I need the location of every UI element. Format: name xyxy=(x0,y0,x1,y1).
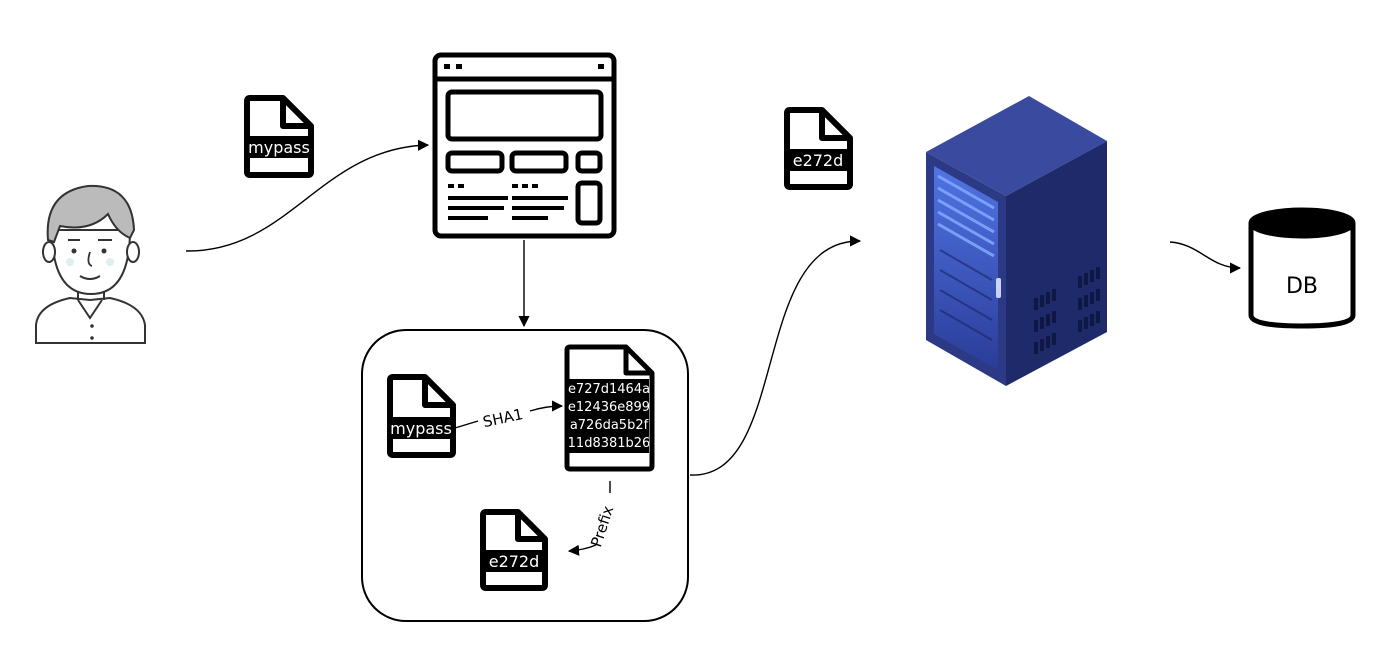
edge-server-to-db xyxy=(1169,241,1242,274)
database-label: DB xyxy=(1286,274,1318,299)
hash-line-1: e727d1464a xyxy=(568,382,650,397)
edge-sha1 xyxy=(454,406,562,429)
prefix-result-doc-text: e272d xyxy=(489,552,540,571)
password-document-icon: mypass xyxy=(244,95,314,178)
hash-line-2: e12436e899 xyxy=(568,400,650,415)
password-doc-text: mypass xyxy=(248,138,310,157)
inner-password-document-icon: mypass xyxy=(387,374,456,458)
hash-line-4: 11d8381b26 xyxy=(568,436,651,451)
sent-prefix-document-icon: e272d xyxy=(784,107,853,190)
browser-window-icon xyxy=(432,52,617,239)
client-hashing-container xyxy=(361,329,689,622)
edge-user-to-browser xyxy=(185,139,430,252)
edge-process-to-server xyxy=(689,235,862,476)
inner-password-doc-text: mypass xyxy=(390,419,452,438)
hash-line-3: a726da5b2f xyxy=(570,418,649,433)
hash-document-icon: e727d1464a e12436e899 a726da5b2f 11d8381… xyxy=(564,344,655,472)
edge-prefix xyxy=(569,481,611,551)
sent-prefix-doc-text: e272d xyxy=(793,151,844,170)
prefix-edge-label: Prefix xyxy=(587,504,617,550)
user-avatar-icon xyxy=(35,184,146,344)
database-icon: DB xyxy=(1248,207,1356,329)
sha1-edge-label: SHA1 xyxy=(481,405,524,431)
prefix-result-document-icon: e272d xyxy=(480,509,548,591)
server-rack-icon xyxy=(926,96,1107,386)
